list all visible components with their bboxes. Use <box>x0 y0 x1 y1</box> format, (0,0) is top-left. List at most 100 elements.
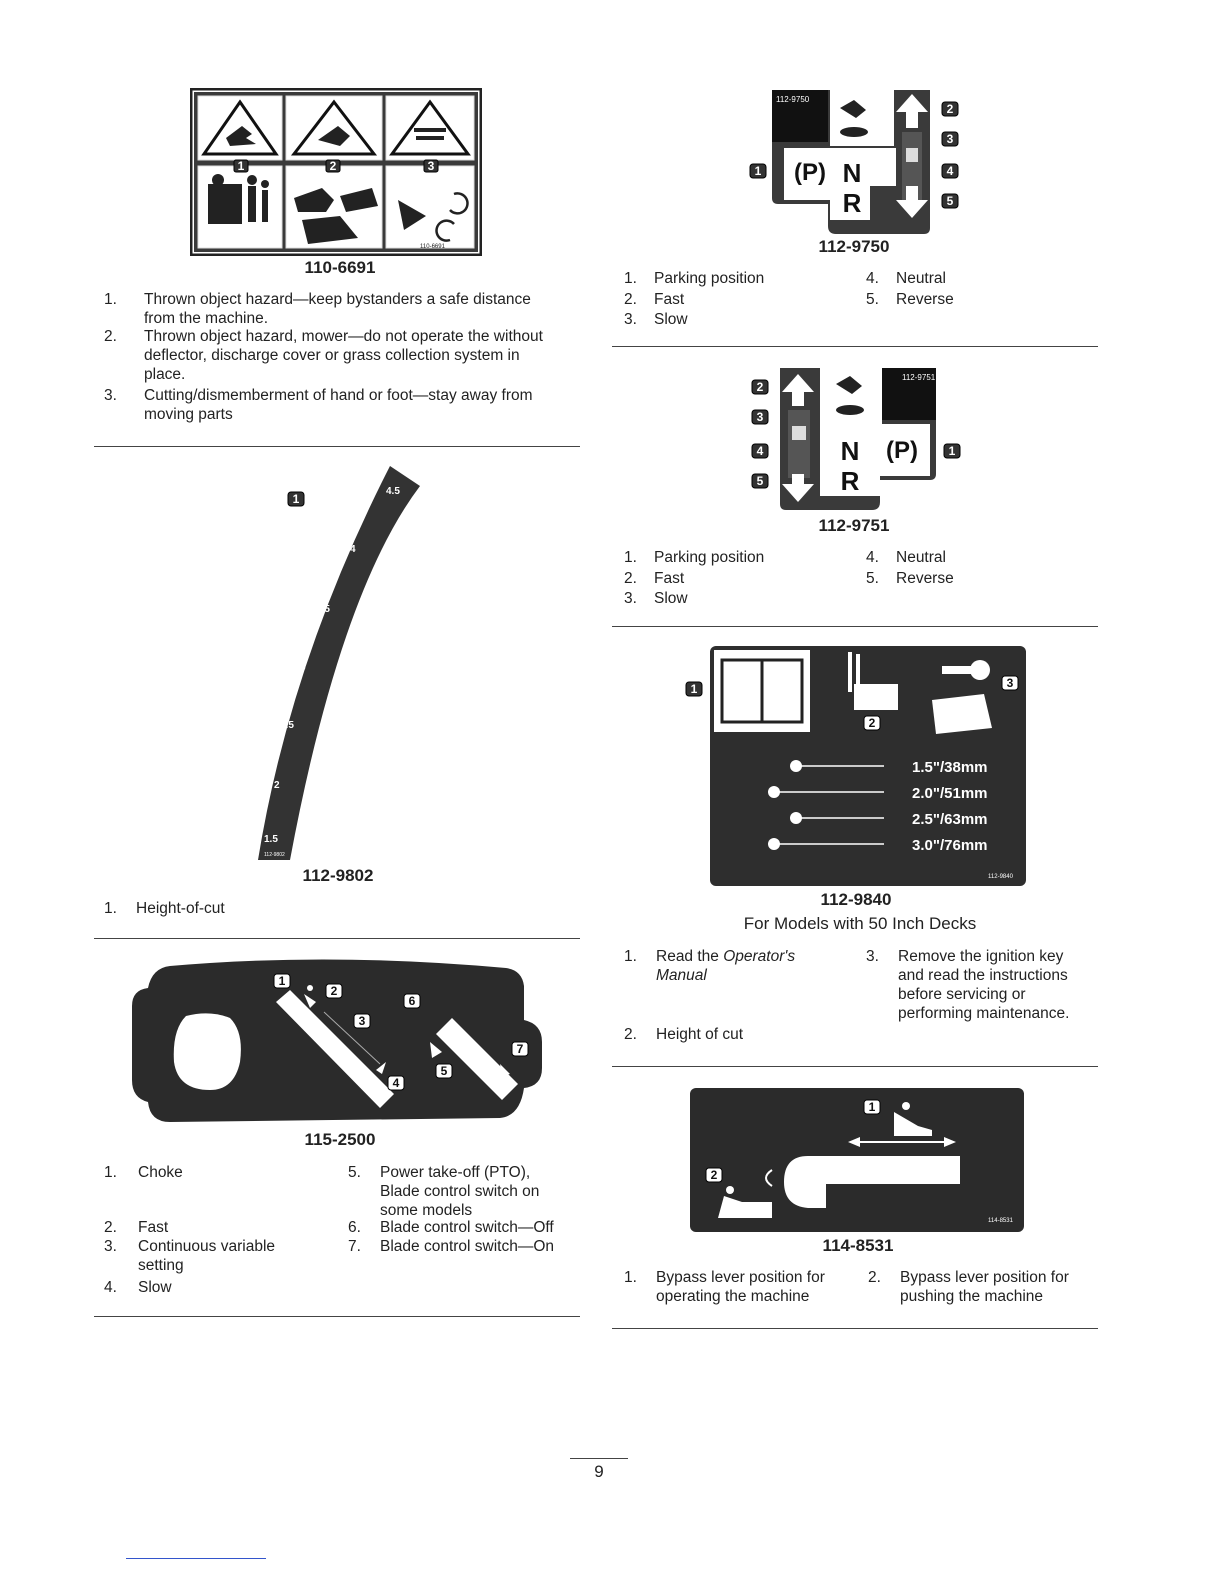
tick-label: 1.5 <box>264 834 278 845</box>
caption-item: 1.Height-of-cut <box>104 900 225 917</box>
arrow-up-icon <box>896 94 928 128</box>
arrow-right-icon <box>944 1137 956 1147</box>
decal-small-code: 114-8531 <box>988 1218 1014 1224</box>
decal-small-code: 112-9750 <box>776 95 810 104</box>
caption-item: 1.Parking position <box>624 270 765 287</box>
bypass-lever-slot <box>784 1156 960 1208</box>
height-setting: 3.0"/76mm <box>912 837 988 854</box>
item-text: Cutting/dismemberment of hand or foot—st… <box>144 387 533 423</box>
decal-112-9802-image: 1 4.5 4 3.5 3 2.5 2 1.5 112-9802 <box>258 466 420 860</box>
caption-item: 6.Blade control switch—Off <box>348 1219 554 1236</box>
badge-5: 5 <box>947 194 954 208</box>
decal-112-9750: 112-9750 (P) N R 1 2 3 4 5 <box>748 88 964 236</box>
turtle-icon <box>840 127 868 137</box>
height-setting: 2.0"/51mm <box>912 785 988 802</box>
arrow-up-icon <box>782 374 814 406</box>
badge-2: 2 <box>757 380 764 394</box>
caption-item: 5.Reverse <box>866 291 954 308</box>
caption-item: 5.Reverse <box>866 570 954 587</box>
badge-6: 6 <box>409 994 416 1008</box>
badge-2: 2 <box>330 159 337 173</box>
badge-1: 1 <box>755 164 762 178</box>
caption-item: 2.Fast <box>624 291 685 308</box>
decal-112-9751: 112-9751 N (P) R 2 3 4 5 1 <box>750 366 966 514</box>
badge-3: 3 <box>359 1014 366 1028</box>
throttle-slot <box>276 990 394 1108</box>
decal-code: 115-2500 <box>304 1130 376 1149</box>
rabbit-icon <box>840 100 866 118</box>
caption-item: 2.Fast <box>624 570 685 587</box>
decal-112-9840-image: 1 2 3 1.5"/38mm 2.0"/51mm 2.5"/63mm 3.0"… <box>685 646 1026 886</box>
caption-item: 1.Parking position <box>624 549 765 566</box>
page-number-rule <box>570 1458 628 1459</box>
badge-2: 2 <box>331 984 338 998</box>
decal-small-code: 112-9751 <box>902 373 936 382</box>
pushing-mower-icon <box>718 1186 772 1218</box>
turtle-icon <box>836 405 864 415</box>
tick-label: 3 <box>300 662 306 673</box>
badge-5: 5 <box>441 1064 448 1078</box>
tick-label: 3.5 <box>316 604 330 615</box>
height-setting: 1.5"/38mm <box>912 759 988 776</box>
caption-item: 1. Thrown object hazard—keep bystanders … <box>104 290 584 330</box>
item-number: 1. <box>104 291 117 308</box>
badges: 1 2 3 4 5 6 7 <box>273 973 529 1091</box>
caption-item: 3. Cutting/dismemberment of hand or foot… <box>104 386 584 426</box>
caption-item: 1.Choke <box>104 1164 183 1181</box>
caption-item: 3.Slow <box>624 311 688 328</box>
height-setting: 2.5"/63mm <box>912 811 988 828</box>
caption-item: 3.Slow <box>624 590 688 607</box>
badge-1: 1 <box>691 682 698 696</box>
decal-115-2500-image: 1 2 3 4 5 6 7 <box>132 959 542 1122</box>
arrow-down-icon <box>896 186 928 218</box>
item-text: Thrown object hazard, mower—do not opera… <box>144 328 543 383</box>
divider <box>612 346 1098 347</box>
reverse-letter: R <box>843 188 862 218</box>
badge-1: 1 <box>869 1100 876 1114</box>
badge-1: 1 <box>293 492 300 506</box>
reverse-letter: R <box>841 466 860 496</box>
item-text: Thrown object hazard—keep bystanders a s… <box>144 291 531 327</box>
park-symbol: (P) <box>794 159 826 186</box>
badge-1: 1 <box>949 444 956 458</box>
item-number: 2. <box>104 328 117 345</box>
decal-code: 112-9802 <box>302 866 374 885</box>
badge-2: 2 <box>869 716 876 730</box>
decal-code: 114-8531 <box>822 1236 894 1255</box>
decal-110-6691-image: 1 2 3 110-6691 <box>189 87 483 257</box>
decal-114-8531-image: 1 2 114-8531 <box>690 1088 1024 1232</box>
caption-item: 2.Height of cut <box>624 1026 744 1043</box>
tick-label: 2.5 <box>280 720 294 731</box>
neutral-letter: N <box>841 436 860 466</box>
rabbit-icon <box>836 376 862 394</box>
decal-115-2500: 1 2 3 4 5 6 7 <box>130 958 546 1128</box>
decal-code: 112-9840 <box>820 890 892 909</box>
badge-3: 3 <box>428 159 435 173</box>
control-icons <box>304 985 510 1076</box>
park-symbol: (P) <box>886 437 918 464</box>
decal-code: 110-6691 <box>304 258 376 277</box>
decal-small-code: 112-9802 <box>264 852 285 858</box>
decal-code: 112-9750 <box>818 237 890 256</box>
divider <box>94 446 580 447</box>
decal-112-9840: 1 2 3 1.5"/38mm 2.0"/51mm 2.5"/63mm 3.0"… <box>684 644 1030 888</box>
badge-3: 3 <box>947 132 954 146</box>
caption-item: 4.Neutral <box>866 270 946 287</box>
divider <box>94 938 580 939</box>
decal-small-code: 110-6691 <box>420 244 446 250</box>
decal-subtitle: For Models with 50 Inch Decks <box>743 914 977 933</box>
grass-height-icon <box>848 652 898 710</box>
choke-opening <box>173 1013 241 1090</box>
tick-label: 4.5 <box>386 486 400 497</box>
divider <box>612 626 1098 627</box>
divider <box>94 1316 580 1317</box>
decal-112-9802: 1 4.5 4 3.5 3 2.5 2 1.5 112-9802 <box>250 462 430 864</box>
arrow-left-icon <box>848 1137 860 1147</box>
decal-code: 112-9751 <box>818 516 890 535</box>
neutral-letter: N <box>843 158 862 188</box>
badge-3: 3 <box>757 410 764 424</box>
riding-mower-icon <box>894 1102 932 1136</box>
